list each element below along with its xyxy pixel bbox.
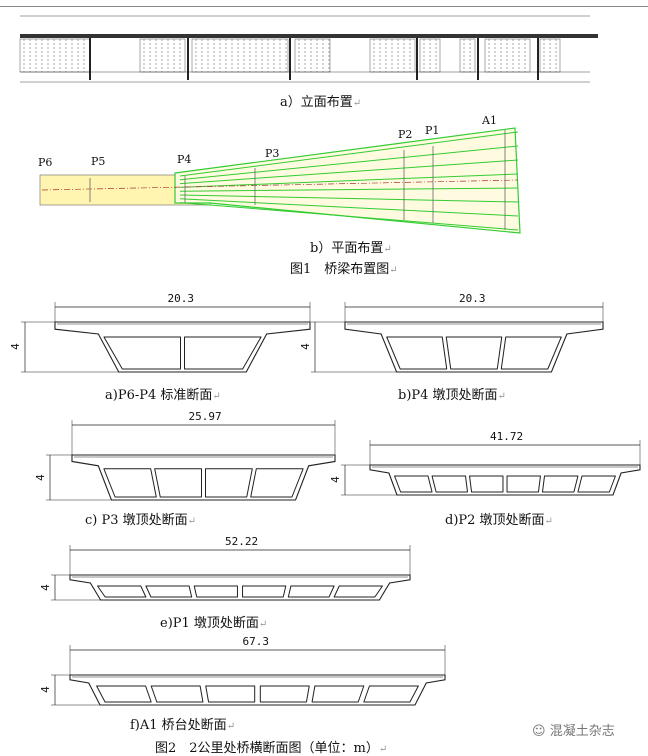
girder-cell bbox=[500, 336, 562, 370]
girder-cell bbox=[97, 585, 147, 598]
section-width-label: 52.22 bbox=[225, 535, 259, 548]
figure2-title: 图2 2公里处桥横断面图（单位：m）↵ bbox=[155, 741, 388, 756]
girder-cell bbox=[150, 685, 204, 703]
pier-label-a1: A1 bbox=[482, 114, 497, 127]
girder-cell bbox=[242, 585, 287, 598]
girder-cell bbox=[193, 585, 238, 598]
girder-cell bbox=[205, 685, 256, 703]
girder-cell bbox=[103, 468, 157, 498]
girder-cell bbox=[363, 685, 419, 703]
girder-cell bbox=[287, 585, 335, 598]
pier-label-p5: P5 bbox=[91, 155, 106, 168]
figure1-title: 图1 桥梁布置图↵ bbox=[290, 262, 398, 277]
girder-cell bbox=[577, 475, 616, 493]
girder-cell bbox=[386, 336, 448, 370]
elevation-caption: a）立面布置↵ bbox=[280, 95, 362, 110]
girder-cell bbox=[333, 585, 383, 598]
girder-cell bbox=[311, 685, 365, 703]
girder-cell bbox=[103, 336, 181, 370]
section-caption: d)P2 墩顶处断面↵ bbox=[445, 513, 553, 528]
section-caption: b)P4 墩顶处断面↵ bbox=[398, 388, 506, 403]
wechat-icon: ☺ bbox=[532, 724, 550, 739]
section-width-label: 67.3 bbox=[242, 635, 270, 648]
section-width-label: 41.72 bbox=[490, 430, 524, 443]
section-caption: a)P6-P4 标准断面↵ bbox=[105, 388, 221, 403]
girder-cell bbox=[154, 468, 202, 498]
section-caption: f)A1 桥台处断面↵ bbox=[130, 718, 236, 733]
top-rule bbox=[0, 6, 648, 7]
girder-cell bbox=[394, 475, 433, 493]
section-height-label: 4 bbox=[38, 686, 52, 693]
girder-cell bbox=[205, 468, 253, 498]
section-caption: e)P1 墩顶处断面↵ bbox=[160, 616, 268, 631]
girder-cell bbox=[184, 336, 262, 370]
girder-cell bbox=[469, 475, 504, 493]
section-caption: c) P3 墩顶处断面↵ bbox=[85, 513, 197, 528]
girder-cell bbox=[431, 475, 469, 493]
girder-cell bbox=[145, 585, 193, 598]
girder-cell bbox=[96, 685, 152, 703]
elevation-drawing bbox=[19, 15, 598, 83]
pier-label-p4: P4 bbox=[177, 153, 192, 166]
watermark: ☺ 混凝土杂志 bbox=[532, 724, 615, 739]
girder-cell bbox=[506, 475, 541, 493]
plan-drawing bbox=[39, 127, 521, 234]
pier-label-p3: P3 bbox=[265, 147, 280, 160]
plan-caption: b）平面布置↵ bbox=[310, 241, 392, 256]
girder-cell bbox=[541, 475, 579, 493]
pier-label-p2: P2 bbox=[398, 128, 413, 141]
section-width-label: 25.97 bbox=[188, 410, 222, 423]
section-width-label: 20.3 bbox=[459, 292, 486, 305]
girder-cell bbox=[259, 685, 310, 703]
section-width-label: 20.3 bbox=[167, 292, 195, 305]
pier-label-p6: P6 bbox=[38, 156, 53, 169]
girder-cell bbox=[445, 336, 503, 370]
pier-label-p1: P1 bbox=[425, 124, 440, 137]
girder-cell bbox=[250, 468, 304, 498]
